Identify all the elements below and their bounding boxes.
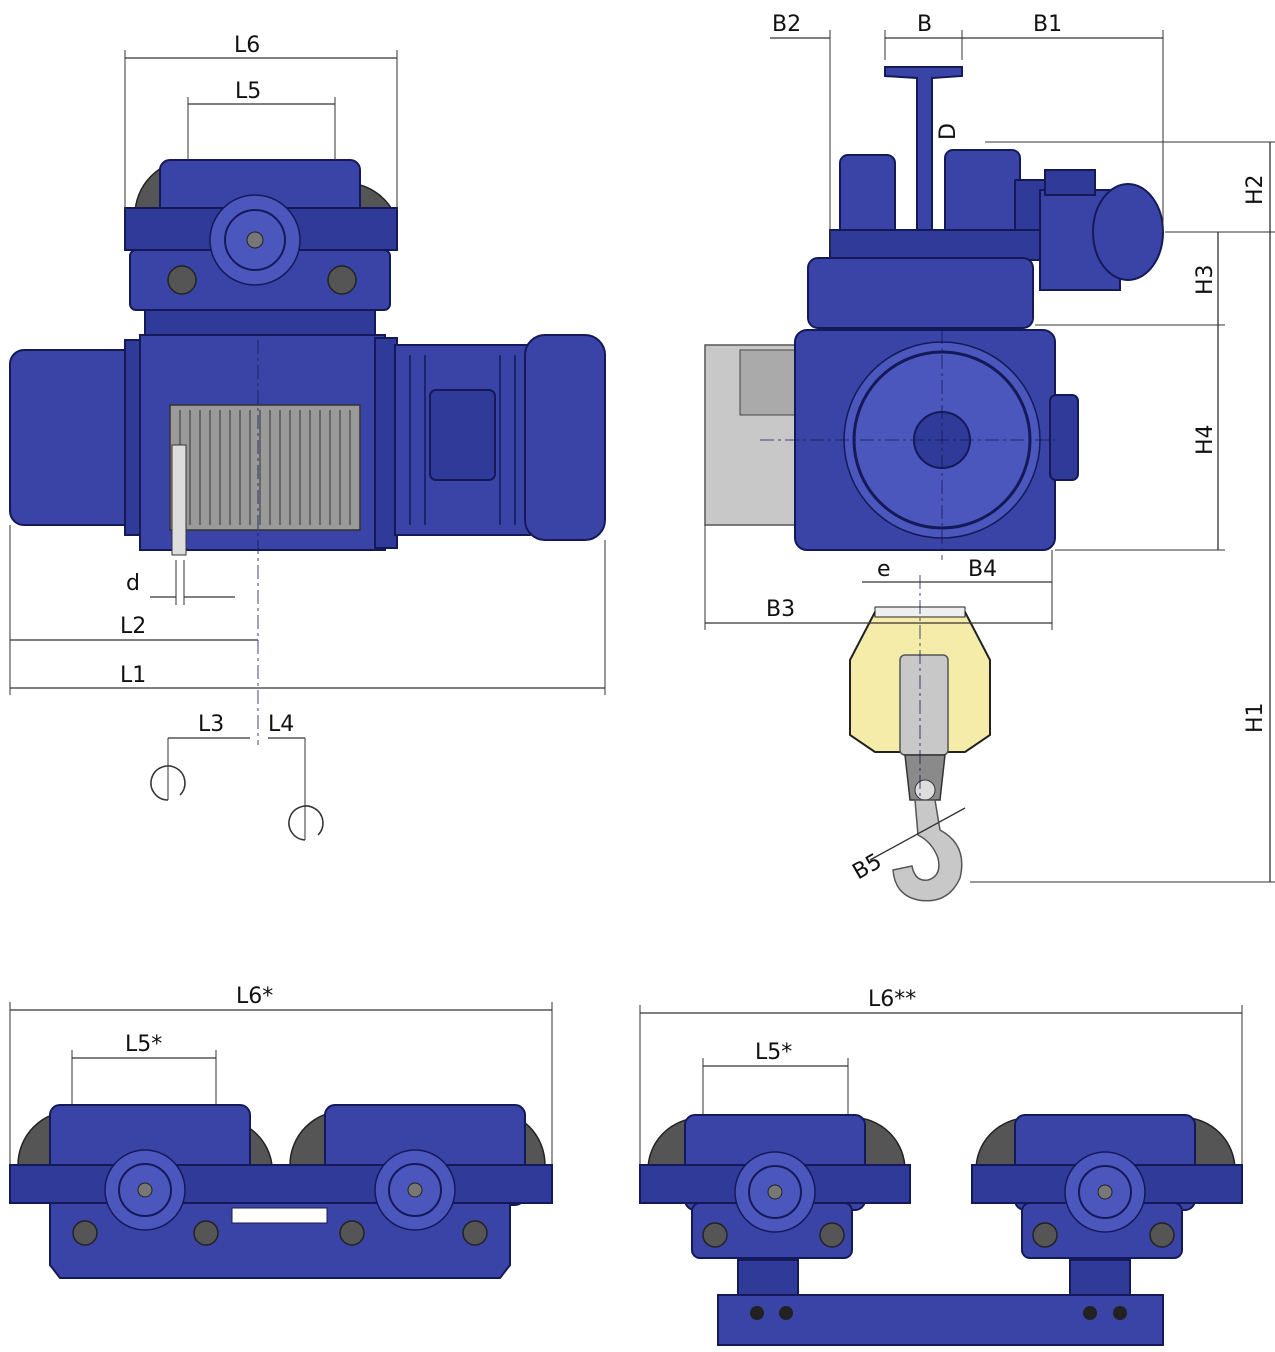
terminal-box — [429, 389, 496, 481]
dim-label-L5-star-left: L5* — [125, 1032, 162, 1057]
front-view — [704, 66, 1164, 902]
front-view-dimensions: B2 B B1 D H2 H3 H4 H1 e B4 B3 B5 — [704, 12, 1275, 885]
dim-label-d: d — [126, 571, 140, 596]
side-view-dimensions: L6 L5 d L2 L1 L3 L4 — [9, 33, 606, 841]
bolt-icon — [167, 265, 197, 295]
dim-label-e: e — [877, 557, 891, 582]
bolt-icon — [327, 265, 357, 295]
motor-fan-cover — [524, 334, 606, 541]
dim-label-L4: L4 — [268, 712, 294, 737]
dim-label-L5: L5 — [235, 79, 261, 104]
rope-drum — [169, 404, 361, 531]
double-trolley-spaced: L6** L5* — [639, 987, 1243, 1346]
dim-label-L5-star-right: L5* — [755, 1040, 792, 1065]
dim-label-L1: L1 — [120, 663, 146, 688]
dim-label-B1: B1 — [1033, 12, 1062, 37]
dim-label-D: D — [936, 123, 961, 140]
crane-hook — [892, 799, 963, 902]
dim-label-B2: B2 — [772, 12, 801, 37]
dim-label-B: B — [917, 12, 932, 37]
dim-label-H2: H2 — [1243, 174, 1268, 205]
dim-label-L3: L3 — [198, 712, 224, 737]
double-trolley-coupled: L6* L5* — [9, 984, 553, 1279]
gearbox-housing — [9, 349, 141, 526]
dim-label-L6-star-star: L6** — [868, 987, 916, 1012]
dim-label-H4: H4 — [1193, 424, 1218, 455]
dim-label-H3: H3 — [1193, 264, 1218, 295]
dim-label-L2: L2 — [120, 614, 146, 639]
dim-label-H1: H1 — [1243, 702, 1268, 733]
hook-block-plate — [899, 654, 949, 756]
spreader-beam — [717, 1294, 1164, 1346]
dim-label-B3: B3 — [766, 597, 795, 622]
dim-label-L6: L6 — [234, 33, 260, 58]
side-view — [9, 159, 606, 745]
dim-label-L6-star: L6* — [236, 984, 273, 1009]
dim-label-B4: B4 — [968, 557, 997, 582]
hook-symbol-left — [150, 765, 186, 801]
hook-symbol-right — [288, 805, 324, 841]
